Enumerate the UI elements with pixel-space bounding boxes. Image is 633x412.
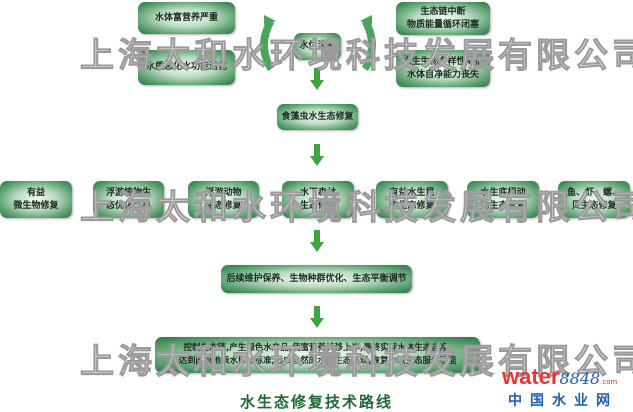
- logo-number: 8848: [559, 369, 601, 388]
- box-label: 有益: [26, 187, 45, 198]
- logo-cn: 中国水业网: [508, 393, 618, 409]
- box-label: 食藻虫水生态修复: [281, 111, 354, 122]
- box-label: 水质恶化水功能退化: [145, 62, 227, 72]
- curved-arrow-icon: [360, 15, 376, 71]
- box-label: 生态修复: [205, 200, 242, 211]
- down-arrow-icon: [310, 68, 324, 90]
- box-label: 水体污染: [299, 41, 336, 51]
- center-water-pollution: 水体污染: [294, 33, 341, 60]
- down-arrow-icon: [310, 230, 324, 252]
- box-label: 水生生物多样性降低: [402, 56, 484, 67]
- box-label: 鱼、虾、螺、: [566, 187, 621, 198]
- box-label: 贝生态修复: [571, 200, 617, 211]
- box-label: 物质能量循环闭塞: [406, 19, 479, 30]
- box-label: 控制生态链,产生绿色水产品,使富营养转移上岸,最终实现水体生态自净,: [183, 343, 452, 353]
- box-label: 物生态修复: [480, 200, 526, 211]
- box-label: 水生底栖动: [480, 187, 526, 198]
- problem-eutrophication: 水体富营养严重: [138, 2, 235, 34]
- problem-biodiversity: 水生生物多样性降低水体自净能力丧失: [396, 50, 490, 87]
- box-label: 有益水生昆: [389, 187, 435, 198]
- box-label: 后续维护保养、生物种群优化、生态平衡调节: [226, 273, 407, 284]
- box-label: 微生物修复: [13, 200, 59, 211]
- box-label: 生态链中断: [420, 6, 466, 17]
- down-arrow-icon: [310, 306, 324, 328]
- measure-box: 水生底栖动物生态修复: [467, 181, 539, 218]
- measure-box: 浮游动物生态修复: [188, 181, 259, 218]
- step-maintenance: 后续维护保养、生物种群优化、生态平衡调节: [221, 265, 412, 293]
- measure-box: 鱼、虾、螺、贝生态修复: [558, 181, 630, 218]
- down-arrow-icon: [310, 144, 324, 166]
- logo-suffix: .com: [600, 378, 618, 386]
- measure-box: 有益水生昆虫生态修复: [376, 181, 448, 218]
- measure-box: 浮游植物生态优化改良: [93, 181, 164, 218]
- box-label: 浮游动物: [205, 187, 242, 198]
- measure-box: 有益微生物修复: [0, 181, 72, 218]
- step-algae-eating-restoration: 食藻虫水生态修复: [277, 104, 358, 130]
- box-label: 水体富营养严重: [154, 12, 218, 23]
- box-label: 水体自净能力丧失: [406, 69, 479, 80]
- diagram-title: 水生态修复技术路线: [239, 393, 393, 411]
- measure-box: 水下森林生态修复: [282, 181, 354, 218]
- result-box: 控制生态链,产生绿色水产品,使富营养转移上岸,最终实现水体生态自净, 达到国家地表…: [155, 337, 480, 373]
- box-label: 浮游植物生: [105, 187, 151, 198]
- logo-brand: water: [502, 364, 560, 389]
- curved-arrow-icon: [260, 15, 276, 71]
- box-label: 态优化改良: [105, 200, 151, 211]
- box-label: 水下森林: [299, 187, 336, 198]
- box-label: 生态修复: [299, 200, 336, 211]
- box-label: 达到国家地表水Ⅲ类标准,形成自然的水体生态景观,恢复水域生态服务功能: [178, 356, 457, 366]
- problem-ecochain: 生态链中断物质能量循环闭塞: [396, 2, 490, 35]
- problem-water-quality: 水质恶化水功能退化: [138, 50, 235, 85]
- box-label: 虫生态修复: [389, 200, 435, 211]
- water8848-logo: water8848.com 中国水业网: [502, 364, 632, 410]
